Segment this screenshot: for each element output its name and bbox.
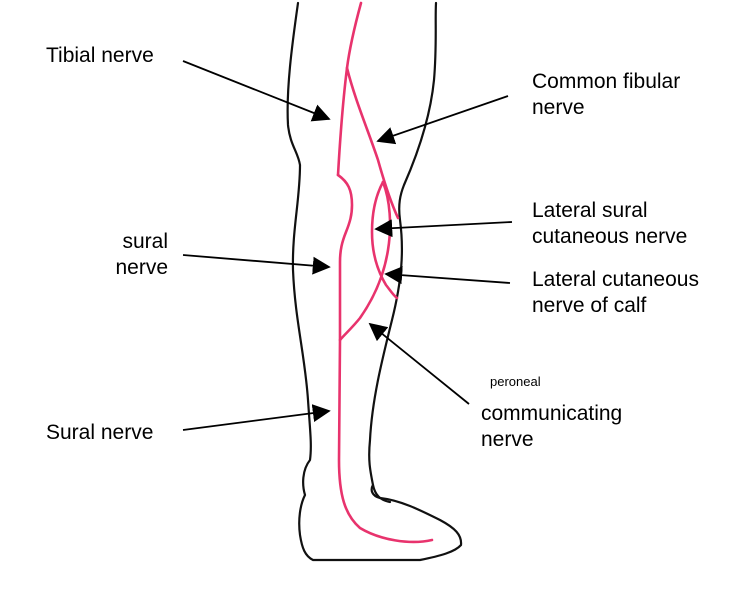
nerves (336, 1, 434, 544)
tibial-nerve-path (336, 1, 363, 177)
label-communicating-nerve: communicating nerve (481, 401, 622, 453)
arrow-tibial (182, 60, 331, 122)
leg-back-contour (286, 1, 463, 562)
label-common-fibular-line2: nerve (532, 96, 585, 119)
label-tibial-nerve-text: Tibial nerve (46, 44, 154, 67)
label-communicating-line1: communicating (481, 402, 623, 425)
heel-contour (371, 483, 392, 504)
arrow-common-fibular (376, 95, 509, 145)
arrow-sural-lower (182, 404, 331, 431)
common-fibular-nerve-path (345, 66, 400, 220)
label-lateral-cutaneous-line2: nerve of calf (532, 294, 647, 317)
label-lateral-sural-line2: cutaneous nerve (532, 225, 688, 248)
label-lateral-cutaneous-line1: Lateral cutaneous (532, 268, 699, 291)
lateral-cutaneous-nerve-of-calf-path (338, 180, 392, 342)
lateral-sural-cutaneous-nerve-path (370, 180, 399, 300)
label-tibial-nerve: Tibial nerve (46, 43, 154, 69)
pointer-arrows (182, 60, 513, 431)
sural-nerve-path (336, 173, 434, 544)
label-sural-lower-text: Sural nerve (46, 421, 154, 444)
label-communicating-line2: nerve (481, 428, 534, 451)
label-peroneal-text: peroneal (490, 374, 541, 389)
label-common-fibular-nerve: Common fibular nerve (532, 69, 680, 121)
label-sural-nerve-upper: sural nerve (100, 229, 168, 281)
arrow-lateral-cutaneous-calf (384, 266, 511, 285)
label-peroneal: peroneal (490, 374, 541, 390)
arrow-communicating (368, 322, 470, 405)
arrow-sural-upper (182, 254, 331, 275)
arrow-lateral-sural (374, 219, 513, 238)
label-sural-upper-line2: nerve (115, 256, 168, 279)
label-lateral-cutaneous-nerve-of-calf: Lateral cutaneous nerve of calf (532, 267, 699, 319)
label-lateral-sural-cutaneous-nerve: Lateral sural cutaneous nerve (532, 198, 687, 250)
leg-outline (286, 1, 463, 562)
label-sural-upper-line1: sural (122, 230, 168, 253)
label-lateral-sural-line1: Lateral sural (532, 199, 648, 222)
label-sural-nerve-lower: Sural nerve (46, 420, 153, 446)
label-common-fibular-line1: Common fibular (532, 70, 681, 93)
